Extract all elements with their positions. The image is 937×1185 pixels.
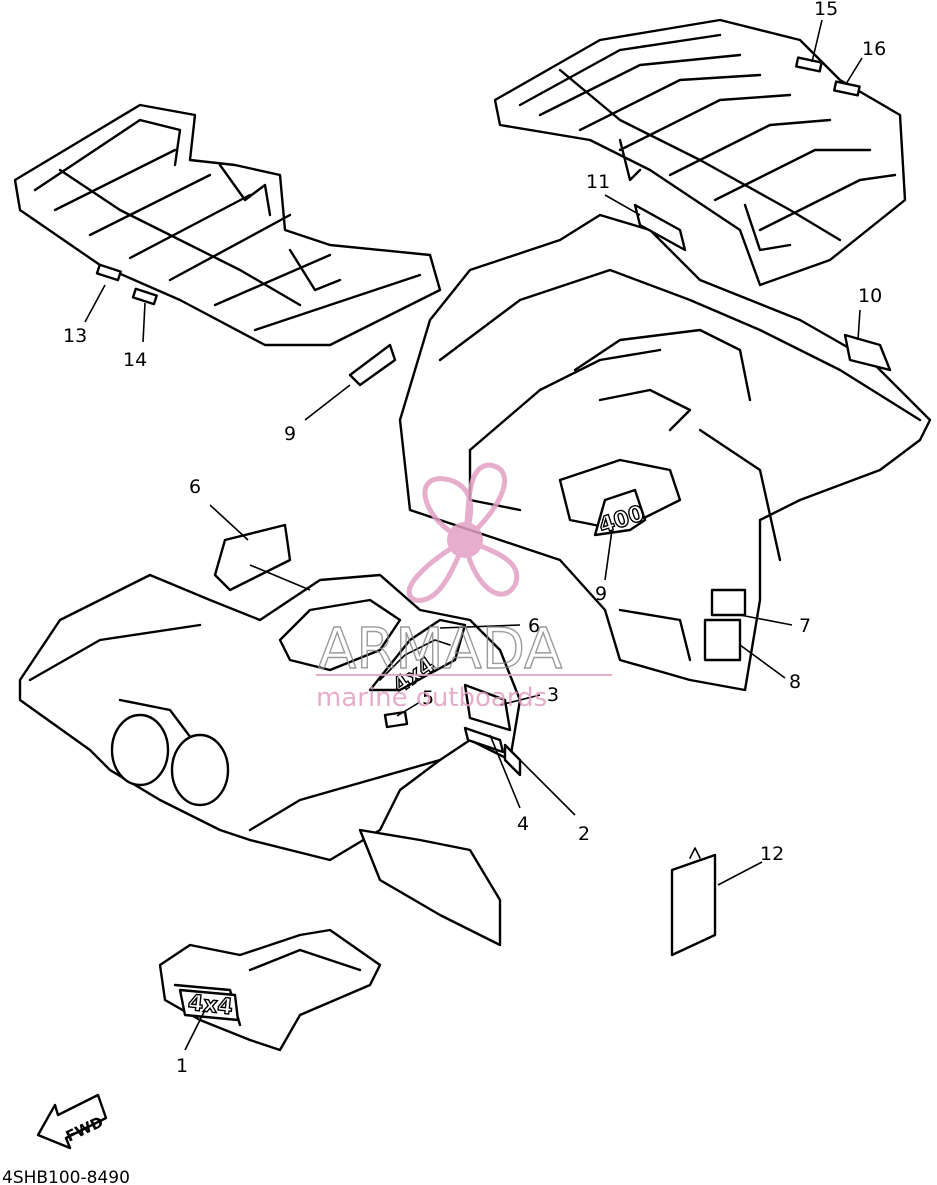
rear-fender [348,203,932,692]
callout-3: 3 [547,684,559,706]
callout-9-right: 9 [595,583,607,605]
badge-4x4-panel-text: 4x4 [187,991,234,1021]
callout-13: 13 [63,325,87,347]
callout-6-front: 6 [528,615,540,637]
front-carrier-rack [13,103,442,347]
callout-1: 1 [176,1055,188,1077]
callout-11: 11 [586,171,610,193]
callout-16: 16 [862,38,886,60]
callout-6-rear: 6 [189,476,201,498]
callout-numbers: 1 2 3 4 5 6 6 7 8 9 9 10 11 12 13 14 15 … [63,0,886,1077]
watermark-tagline: marine outboards [316,683,547,713]
callout-8: 8 [789,671,801,693]
storage-panel: 4x4 [158,928,382,1052]
label-sheet [670,847,717,957]
watermark-brand: ARMADA [318,617,562,682]
callout-12: 12 [760,843,784,865]
front-fender: 4x4 [18,523,522,947]
propeller-logo-icon [406,462,520,603]
callout-4: 4 [517,813,529,835]
callout-5: 5 [422,687,434,709]
callout-2: 2 [578,823,590,845]
leader-lines [84,19,863,1051]
callout-14: 14 [123,349,147,371]
watermark: ARMADA marine outboards [316,462,612,713]
callout-7: 7 [799,615,811,637]
callout-9-left: 9 [284,423,296,445]
callout-10: 10 [858,285,882,307]
callout-15: 15 [814,0,838,20]
forward-direction-arrow: FWD [36,1093,108,1150]
drawing-code: 4SHB100-8490 [2,1168,130,1185]
rear-carrier-rack [493,18,907,287]
